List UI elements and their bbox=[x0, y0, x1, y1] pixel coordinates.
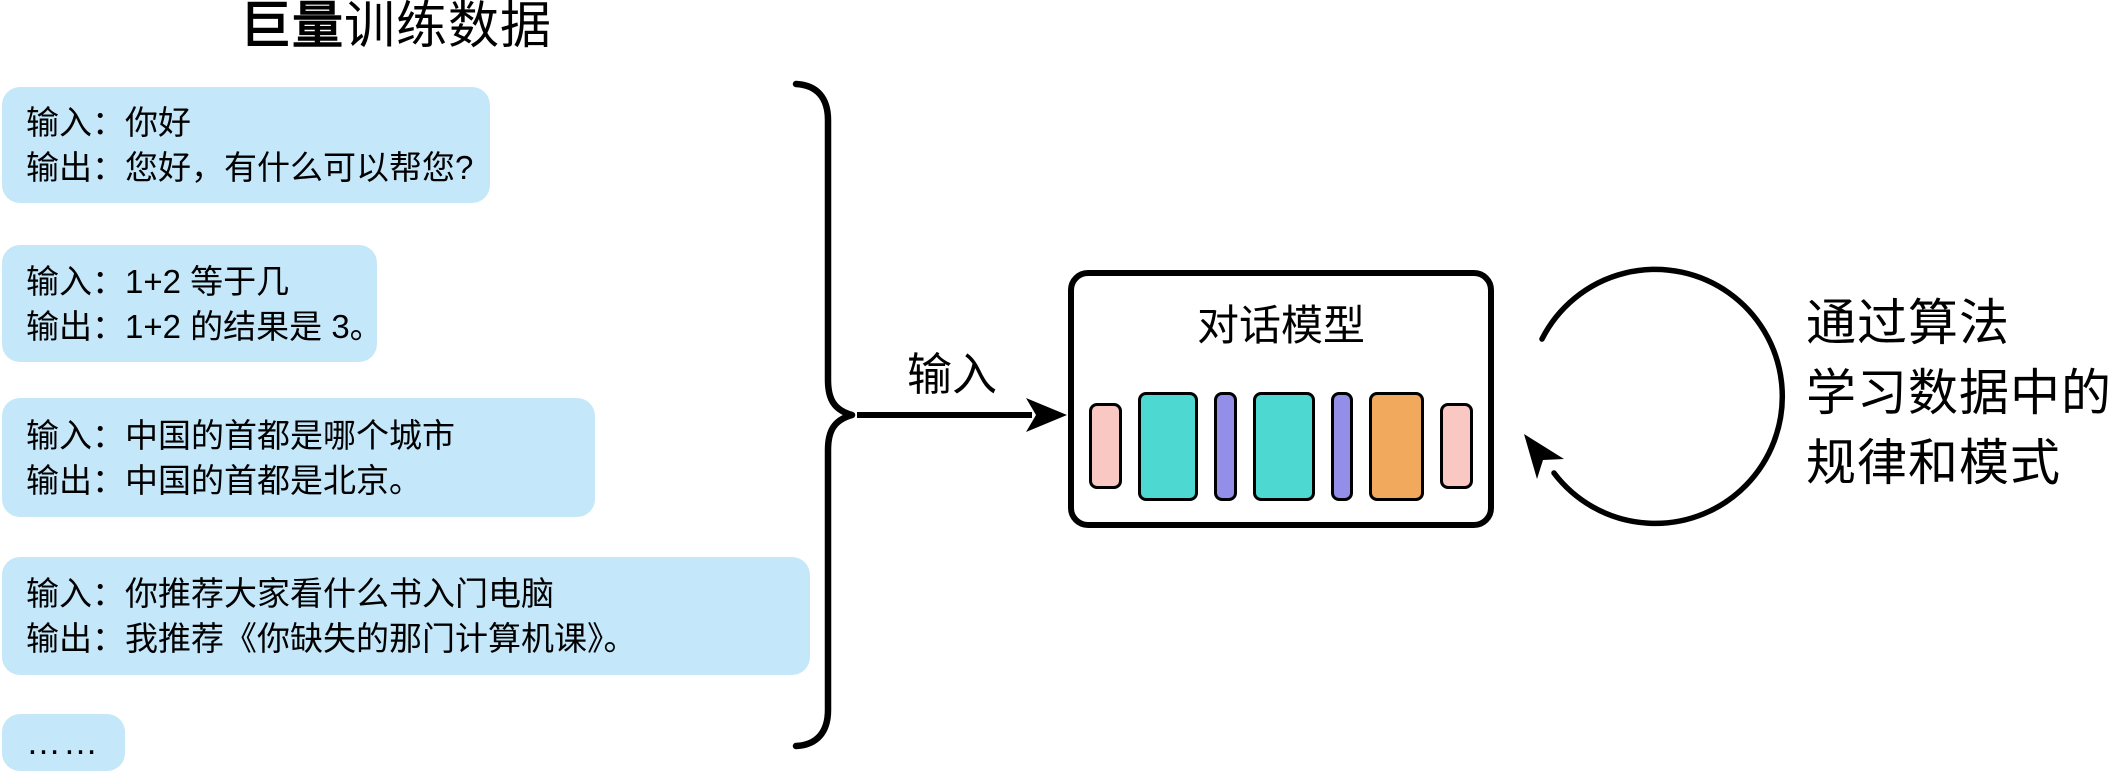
input-arrow-head bbox=[1026, 398, 1067, 432]
training-loop-arrow-head bbox=[1524, 434, 1564, 479]
example-2-output: 输出：1+2 的结果是 3。 bbox=[26, 307, 383, 345]
diagram-title: 巨量训练数据 bbox=[0, 0, 792, 56]
training-loop-arc bbox=[1539, 266, 1786, 527]
loop-caption-line-3: 规律和模式 bbox=[1806, 435, 2061, 491]
example-4-input: 输入：你推荐大家看什么书入门电脑 bbox=[26, 575, 554, 612]
input-arrow-label: 输入 bbox=[906, 349, 997, 400]
purple-bar bbox=[1214, 391, 1237, 501]
example-box-3: 输入：中国的首都是哪个城市 输出：中国的首都是北京。 bbox=[2, 398, 595, 517]
example-box-1: 输入：你好 输出：您好，有什么可以帮您? bbox=[2, 87, 490, 203]
title-bold-part: 巨量 bbox=[239, 0, 344, 54]
pink-bar bbox=[1089, 403, 1122, 489]
pink-bar bbox=[1440, 403, 1473, 489]
example-box-4: 输入：你推荐大家看什么书入门电脑 输出：我推荐《你缺失的那门计算机课》。 bbox=[2, 557, 810, 675]
loop-caption-line-2: 学习数据中的 bbox=[1806, 365, 2112, 421]
ellipsis-text: …… bbox=[26, 723, 100, 762]
model-bars bbox=[1089, 391, 1473, 501]
example-4-output: 输出：我推荐《你缺失的那门计算机课》。 bbox=[26, 620, 637, 657]
dialogue-model-box: 对话模型 bbox=[1068, 270, 1494, 528]
title-regular-part: 训练数据 bbox=[344, 0, 553, 54]
example-1-input: 输入：你好 bbox=[26, 104, 191, 141]
example-1-output: 输出：您好，有什么可以帮您? bbox=[26, 149, 474, 186]
example-3-output: 输出：中国的首都是北京。 bbox=[26, 461, 422, 499]
teal-bar bbox=[1138, 391, 1198, 501]
example-2-input: 输入：1+2 等于几 bbox=[26, 262, 290, 300]
example-box-2: 输入：1+2 等于几 输出：1+2 的结果是 3。 bbox=[2, 245, 383, 362]
dialogue-model-label: 对话模型 bbox=[1196, 302, 1365, 349]
example-box-ellipsis: …… bbox=[2, 714, 125, 771]
loop-caption-line-1: 通过算法 bbox=[1806, 295, 2010, 351]
loop-caption: 通过算法 学习数据中的 规律和模式 bbox=[1806, 288, 2112, 498]
orange-bar bbox=[1369, 391, 1424, 501]
purple-bar bbox=[1331, 391, 1353, 501]
example-3-input: 输入：中国的首都是哪个城市 bbox=[26, 416, 455, 454]
teal-bar bbox=[1253, 391, 1315, 501]
